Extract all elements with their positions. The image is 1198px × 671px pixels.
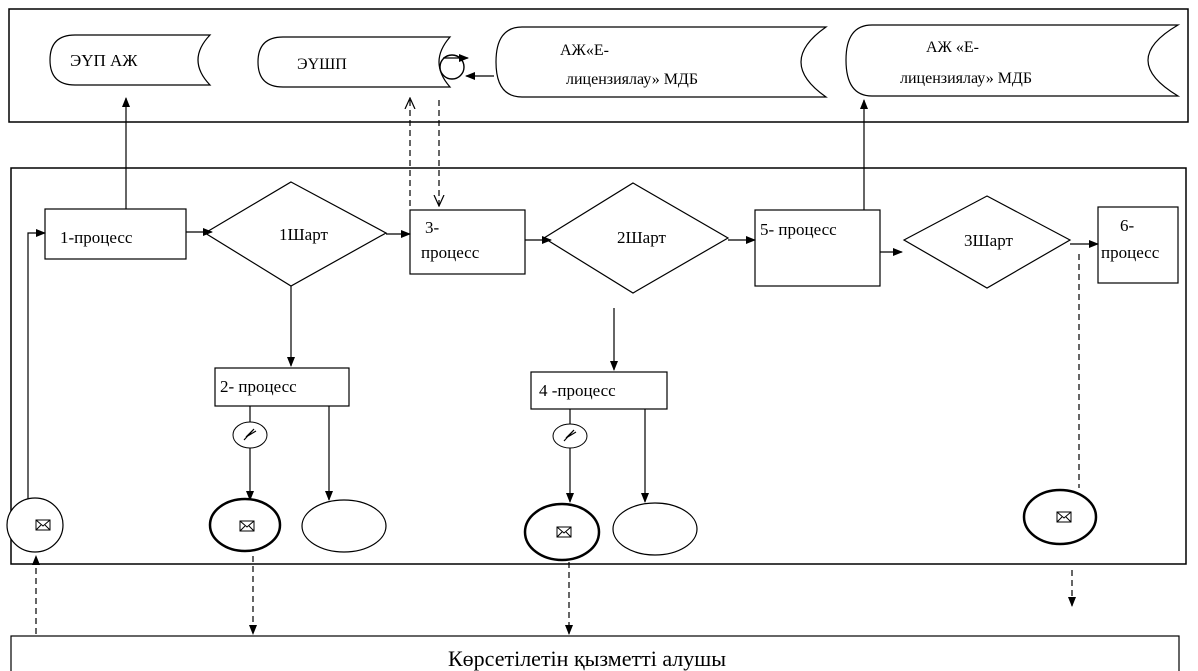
recipient-label: Көрсетілетін қызметті алушы xyxy=(448,646,726,671)
process-6 xyxy=(1097,206,1179,284)
process-frame xyxy=(10,167,1187,565)
system-elicense-1-line2: лицензиялау» МДБ xyxy=(566,71,698,88)
process-4 xyxy=(530,371,668,410)
process-2 xyxy=(214,367,350,407)
signature-marker-2 xyxy=(552,423,588,449)
process-5-label: 5- процесс xyxy=(760,220,837,239)
system-elicense-2: АЖ «Е- лицензиялау» МДБ xyxy=(845,24,1181,97)
process-3-line2: процесс xyxy=(421,243,480,262)
recipient-box xyxy=(10,635,1180,671)
message-node-2 xyxy=(208,497,282,553)
signature-marker-1 xyxy=(232,421,268,449)
process-1-label: 1-процесс xyxy=(60,228,133,247)
message-node-4 xyxy=(523,502,601,562)
process-6-line1: 6- xyxy=(1120,216,1135,235)
system-eup-label: ЭҮП АЖ xyxy=(70,51,138,70)
process-6-line2: процесс xyxy=(1101,243,1160,262)
message-node-start xyxy=(6,497,64,553)
system-elicense-2-line1: АЖ «Е- xyxy=(926,39,979,56)
system-elicense-1-line1: АЖ«Е- xyxy=(560,42,609,59)
systems-band xyxy=(8,8,1189,123)
end-node-2 xyxy=(301,499,387,553)
system-euship-label: ЭҮШП xyxy=(297,56,347,73)
system-elicense-2-line2: лицензиялау» МДБ xyxy=(900,70,1032,87)
process-1 xyxy=(44,208,187,260)
system-eup: ЭҮП АЖ xyxy=(49,34,212,86)
condition-1-label: 1Шарт xyxy=(279,225,328,244)
message-node-6 xyxy=(1022,488,1098,546)
condition-2-label: 2Шарт xyxy=(617,228,666,247)
process-3 xyxy=(409,209,526,275)
condition-2 xyxy=(542,182,730,294)
condition-3 xyxy=(902,195,1072,289)
process-5 xyxy=(754,209,881,287)
condition-3-label: 3Шарт xyxy=(964,231,1013,250)
process-3-line1: 3- xyxy=(425,218,440,237)
end-node-4 xyxy=(612,502,698,556)
system-euship: ЭҮШП xyxy=(257,36,494,88)
process-2-label: 2- процесс xyxy=(220,377,297,396)
system-elicense-1: АЖ«Е- лицензиялау» МДБ xyxy=(495,26,828,98)
loop-icon xyxy=(439,54,465,80)
process-4-label: 4 -процесс xyxy=(539,381,616,400)
